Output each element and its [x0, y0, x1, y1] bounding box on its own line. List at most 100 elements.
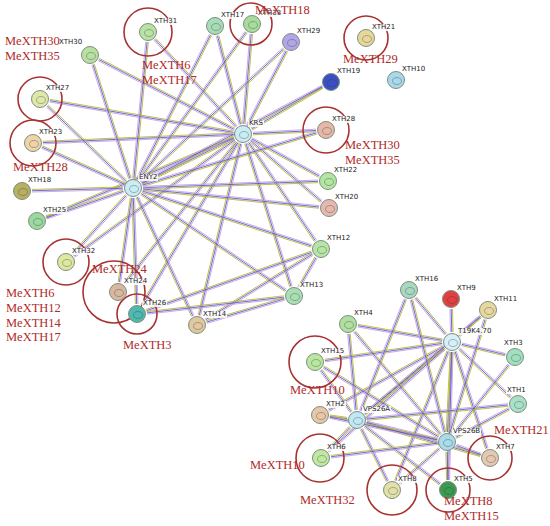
evidence-strand: [142, 192, 311, 247]
node-label: XTH17: [220, 12, 245, 19]
protein-node: XTH21: [357, 29, 375, 47]
node-label: XTH23: [38, 129, 63, 136]
evidence-strand: [445, 452, 447, 480]
protein-node: XTH14: [188, 316, 206, 334]
evidence-strand: [460, 348, 511, 396]
node-label: XTH16: [414, 276, 439, 283]
node-label: XTH11: [493, 296, 518, 303]
interaction-edge-group: [139, 48, 284, 182]
node-label: XTH4: [353, 310, 374, 317]
structure-icon: [317, 246, 327, 254]
highlight-circle: [18, 77, 62, 121]
protein-node: XTH31: [139, 23, 157, 41]
highlight-circle: [124, 8, 172, 56]
protein-node: VPS26B: [438, 433, 456, 451]
node-label: XTH27: [45, 85, 70, 92]
interaction-edge-group: [348, 334, 358, 410]
structure-icon: [484, 307, 494, 315]
interaction-edge-group: [447, 352, 453, 480]
evidence-strand: [462, 343, 506, 353]
evidence-strand: [201, 144, 242, 316]
protein-node: XTH7: [481, 449, 499, 467]
interaction-edge: [358, 326, 442, 341]
interaction-edge-group: [461, 343, 505, 356]
evidence-strand: [138, 197, 194, 316]
interaction-edge-group: [360, 428, 388, 481]
protein-node: ENY2: [124, 179, 142, 197]
interaction-edge: [141, 194, 285, 291]
protein-node: XTH13: [285, 287, 303, 305]
interaction-edge-group: [330, 416, 438, 441]
evidence-strand: [355, 331, 441, 434]
interaction-edge: [146, 252, 311, 310]
protein-node: XTH11: [479, 301, 497, 319]
evidence-strand: [143, 183, 318, 189]
interaction-edge: [142, 87, 322, 184]
structure-icon: [311, 359, 321, 367]
structure-icon: [514, 401, 524, 409]
node-label: XTH20: [334, 194, 359, 201]
interaction-edge: [218, 36, 241, 125]
protein-node: XTH8: [383, 481, 401, 499]
node-label: XTH3: [503, 340, 524, 347]
structure-icon: [211, 23, 221, 31]
node-label: XTH7: [495, 444, 516, 451]
structure-icon: [405, 287, 415, 295]
protein-node: XTH18: [13, 182, 31, 200]
evidence-strand: [410, 300, 443, 433]
interaction-edge: [133, 198, 136, 304]
protein-node: XTH4: [339, 315, 357, 333]
evidence-strand: [205, 253, 312, 319]
interaction-edge-group: [358, 324, 443, 341]
node-label: XTH24: [123, 278, 148, 285]
evidence-strand: [449, 309, 451, 332]
structure-icon: [327, 79, 337, 87]
protein-node: XTH15: [306, 353, 324, 371]
evidence-strand: [142, 192, 286, 289]
evidence-strand: [72, 195, 126, 254]
node-label: KRS: [248, 120, 264, 127]
protein-node: XTH27: [31, 90, 49, 108]
node-label: VPS26A: [362, 406, 391, 413]
node-label: XTH25: [42, 207, 67, 214]
evidence-strand: [331, 445, 437, 458]
node-label: XTH18: [27, 177, 52, 184]
protein-node: XTH20: [320, 199, 338, 217]
structure-icon: [353, 417, 363, 425]
node-label: XTH6: [326, 444, 347, 451]
interaction-edge: [93, 65, 130, 179]
node-label: XTH21: [371, 24, 396, 31]
interaction-edge: [331, 443, 437, 456]
evidence-strand: [358, 324, 442, 339]
structure-icon: [362, 35, 372, 43]
interaction-edge-group: [46, 190, 124, 219]
node-label: XTH19: [336, 68, 361, 75]
evidence-strand: [452, 309, 454, 332]
protein-node: XTH30: [81, 46, 99, 64]
structure-icon: [443, 439, 453, 447]
evidence-strand: [146, 251, 311, 309]
interaction-edge-group: [143, 180, 318, 189]
evidence-strand: [74, 196, 128, 255]
gene-annotation: MeXTH30 MeXTH35: [5, 34, 60, 64]
node-label: XTH13: [299, 282, 324, 289]
protein-node: XTH33: [243, 15, 261, 33]
interaction-edge-group: [72, 195, 128, 256]
evidence-strand: [139, 36, 212, 180]
node-label: XTH2: [325, 401, 346, 408]
node-label: XTH9: [456, 285, 477, 292]
protein-node: T19K4.70: [443, 333, 461, 351]
protein-node: VPS26A: [348, 411, 366, 429]
interaction-edge-group: [450, 309, 453, 332]
evidence-strand: [139, 48, 282, 180]
evidence-strand: [331, 442, 437, 455]
protein-node: XTH28: [317, 121, 335, 139]
node-label: XTH31: [153, 18, 178, 25]
protein-node: XTH1: [509, 395, 527, 413]
gene-annotation: MeXTH28: [13, 160, 68, 175]
evidence-strand: [330, 416, 437, 439]
interaction-edge: [253, 130, 316, 133]
structure-icon: [248, 21, 258, 29]
interaction-edge: [73, 195, 127, 254]
structure-icon: [388, 487, 398, 495]
